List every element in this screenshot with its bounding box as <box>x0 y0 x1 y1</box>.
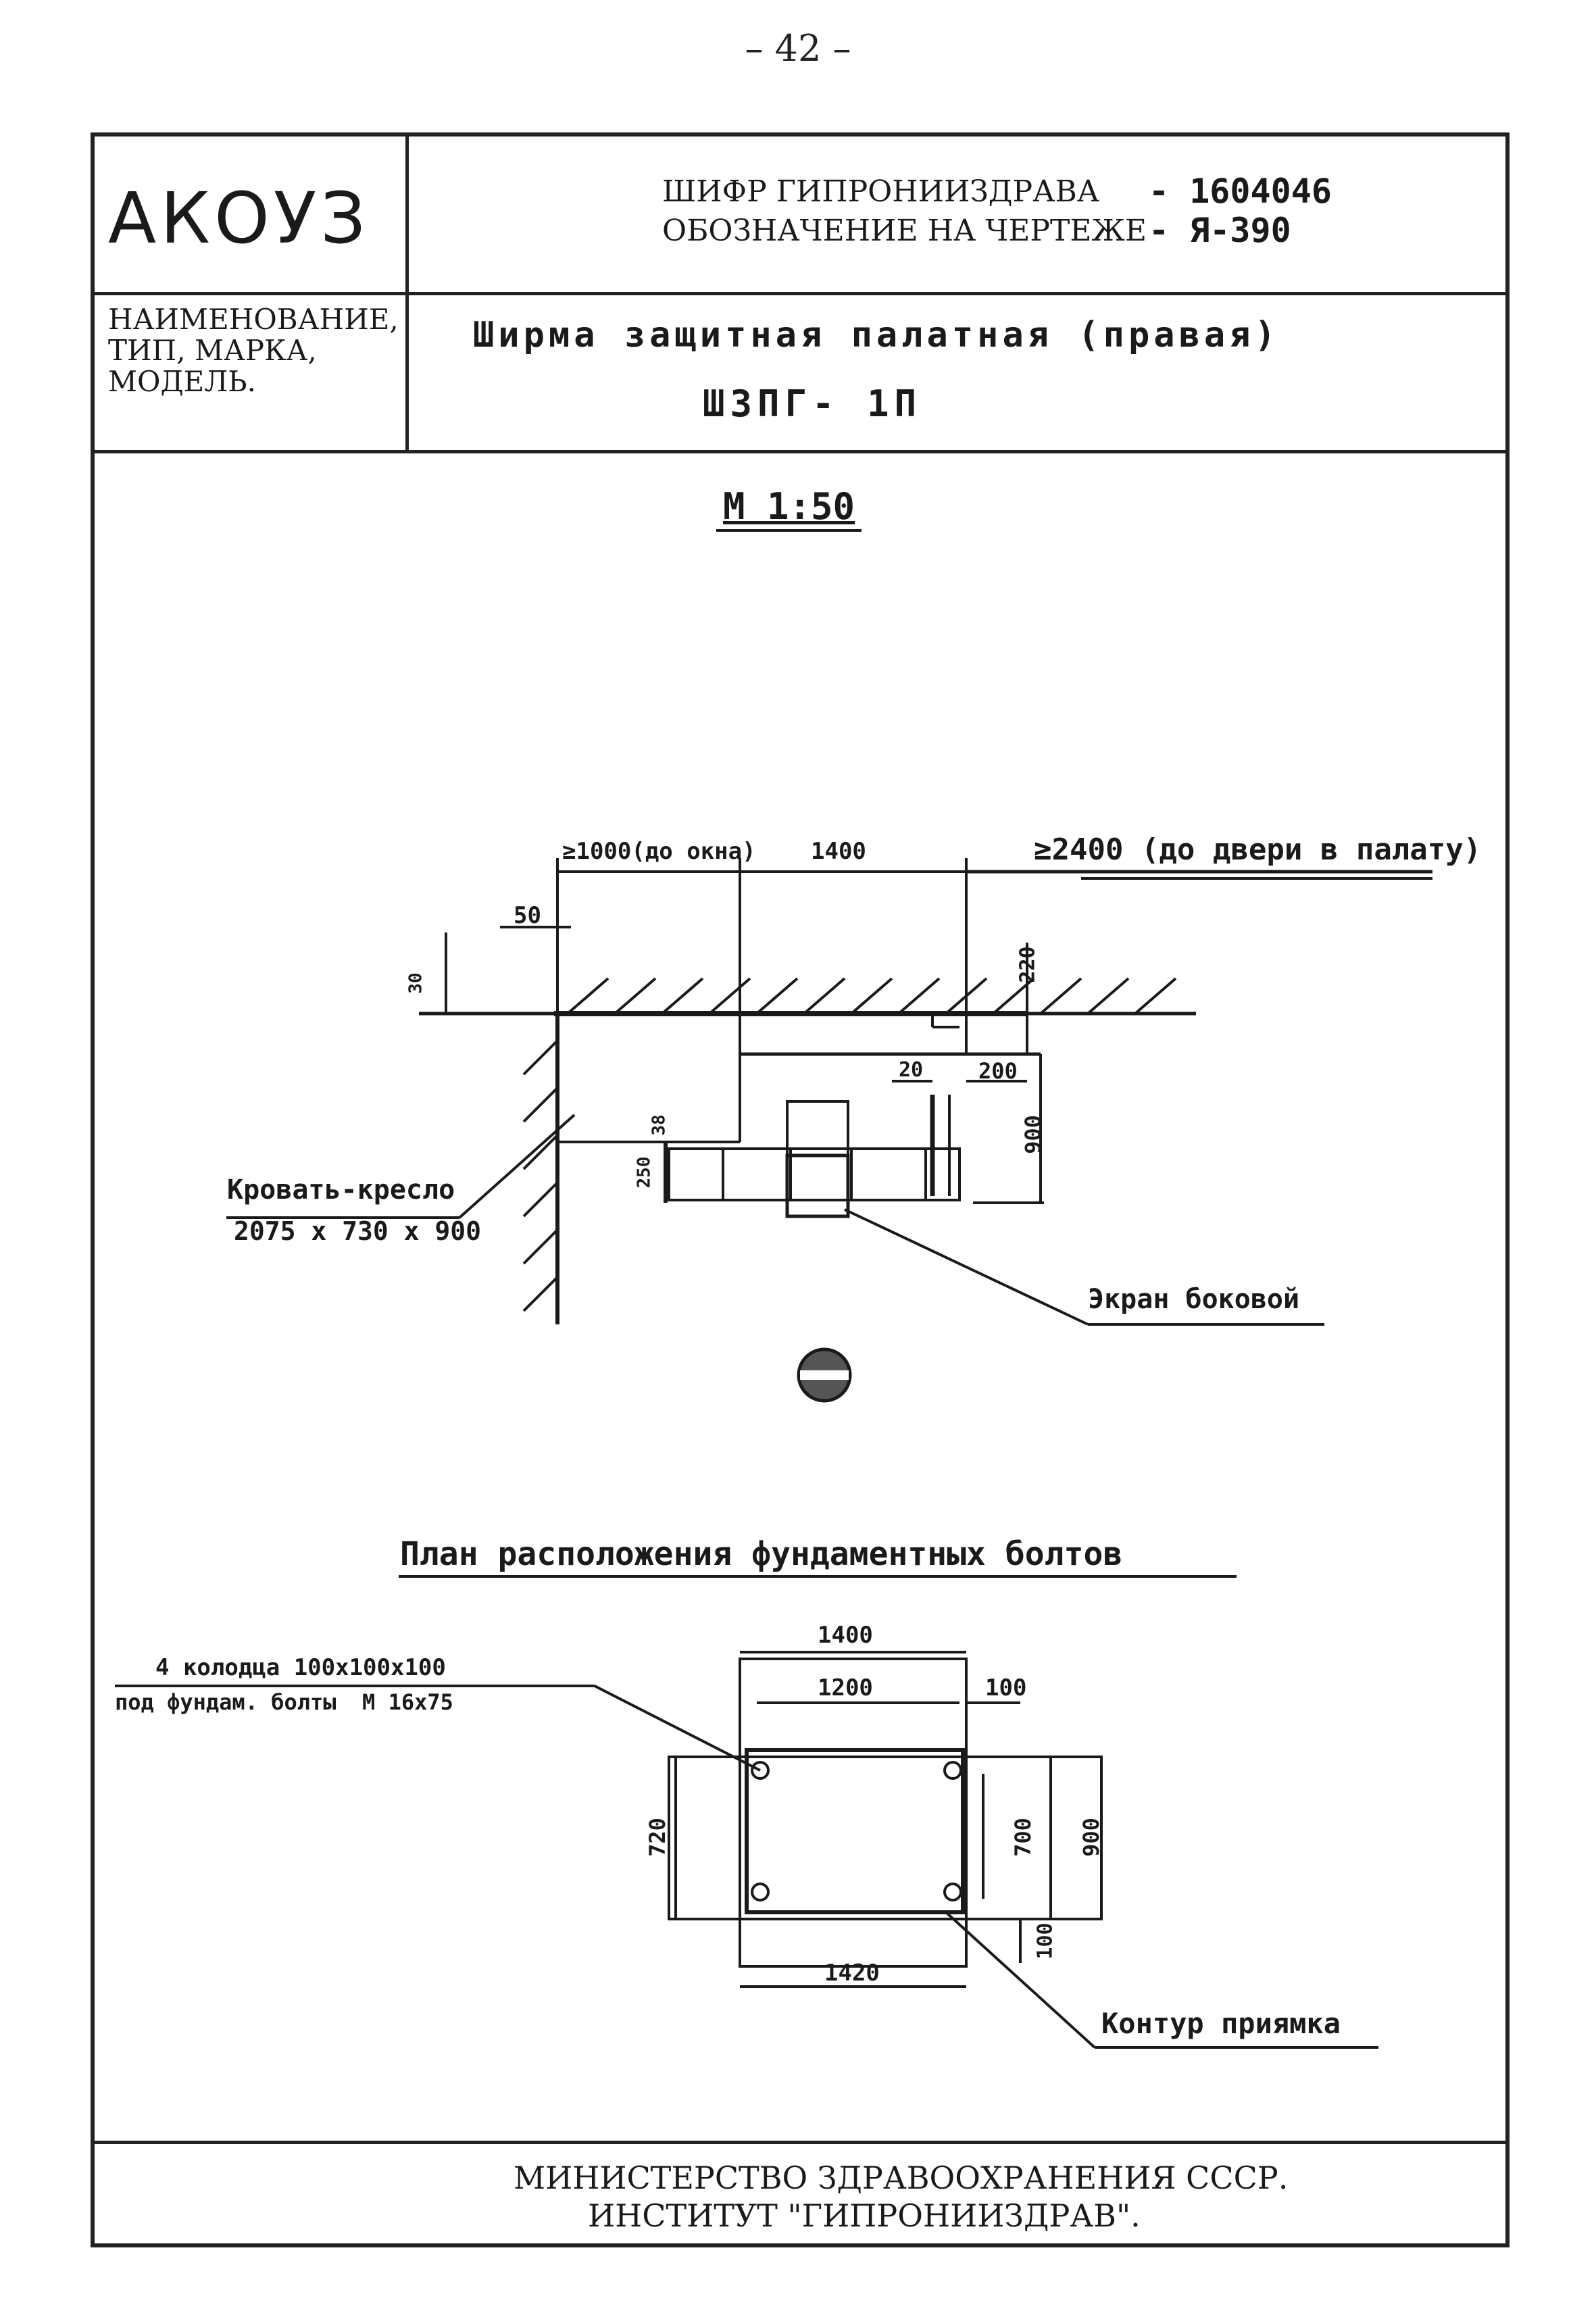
dim-to-window: ≥1000(до окна) <box>562 838 756 865</box>
dim-250: 250 <box>634 1156 655 1189</box>
page-number: – 42 – <box>745 27 851 70</box>
bolt-dim-100-top: 100 <box>985 1674 1027 1701</box>
shifr-label: ШИФР ГИПРОНИИЗДРАВА <box>662 174 1100 209</box>
dim-38: 38 <box>649 1114 670 1136</box>
pit-contour-label: Контур приямка <box>1101 2007 1341 2040</box>
bolt-dim-1400: 1400 <box>818 1622 873 1649</box>
header-divider-2 <box>91 450 1510 453</box>
footer-institute: ИНСТИТУТ "ГИПРОНИИЗДРАВ". <box>588 2197 1141 2234</box>
product-model: ШЗПГ- 1П <box>703 382 922 425</box>
wells-label: 4 колодца 100x100x100 <box>155 1654 446 1681</box>
dim-200: 200 <box>978 1058 1018 1084</box>
bolt-dim-1420: 1420 <box>824 1960 880 1987</box>
bolt-plan-title: План расположения фундаментных болтов <box>400 1535 1123 1573</box>
dim-unit-width: 1400 <box>811 838 866 865</box>
header-divider-1 <box>91 292 1510 295</box>
bolt-dim-720: 720 <box>644 1818 670 1857</box>
name-label-line-1: НАИМЕНОВАНИЕ, <box>108 303 399 336</box>
dim-220: 220 <box>1016 946 1040 983</box>
designation-value: - Я-390 <box>1149 211 1291 250</box>
shifr-value: - 1604046 <box>1149 172 1332 211</box>
name-label-line-2: ТИП, МАРКА, <box>108 334 317 367</box>
footer-ministry: МИНИСТЕРСТВО ЗДРАВООХРАНЕНИЯ СССР. <box>514 2160 1289 2196</box>
footer-divider <box>91 2141 1510 2144</box>
product-code: АКОУЗ <box>108 177 370 259</box>
dim-to-door: ≥2400 (до двери в палату) <box>1034 832 1482 867</box>
bolt-dim-100-side: 100 <box>1033 1922 1057 1960</box>
bed-dimensions: 2075 x 730 x 900 <box>234 1216 482 1246</box>
product-title: Ширма защитная палатная (правая) <box>473 315 1280 355</box>
bolts-spec-label: под фундам. болты М 16x75 <box>115 1689 453 1715</box>
bolt-dim-900: 900 <box>1078 1818 1104 1857</box>
dim-20: 20 <box>899 1058 924 1082</box>
bed-label: Кровать-кресло <box>227 1174 455 1205</box>
side-screen-label: Экран боковой <box>1088 1284 1300 1315</box>
dim-30: 30 <box>405 972 426 994</box>
scale-label: М 1:50 <box>723 485 855 528</box>
bolt-dim-700: 700 <box>1009 1818 1036 1857</box>
bolt-dim-1200: 1200 <box>818 1674 873 1701</box>
dim-50: 50 <box>514 902 541 929</box>
dim-900: 900 <box>1020 1115 1046 1154</box>
header-vertical-divider <box>405 132 409 451</box>
name-label-line-3: МОДЕЛЬ. <box>108 365 256 398</box>
sheet-frame <box>91 132 1510 2247</box>
designation-label: ОБОЗНАЧЕНИЕ НА ЧЕРТЕЖЕ <box>662 214 1147 248</box>
